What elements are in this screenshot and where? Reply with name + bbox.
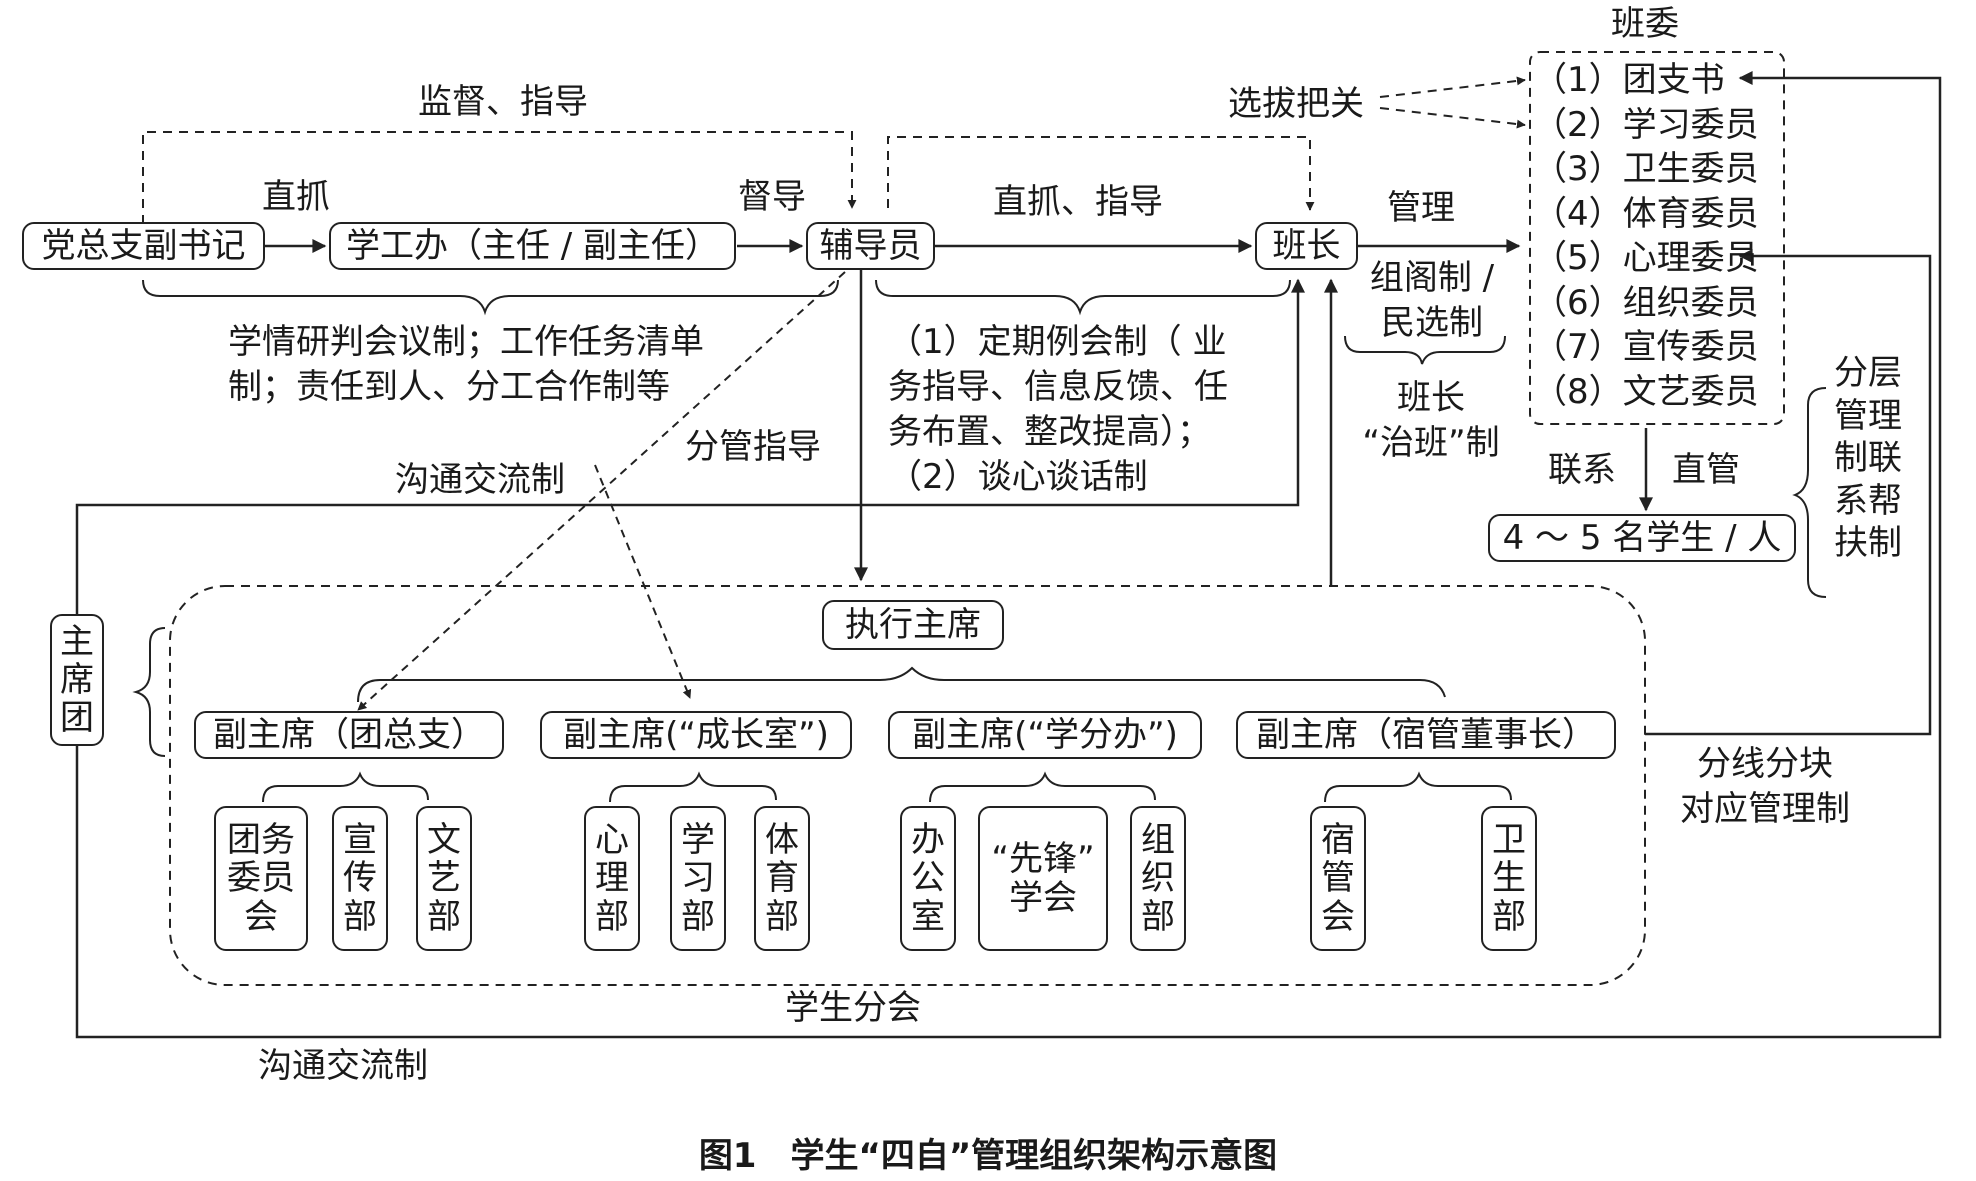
department-node: 组 织 部	[1130, 806, 1186, 951]
class-committee-title: 班委	[1611, 4, 1679, 44]
committee-member: （8）文艺委员	[1533, 371, 1759, 412]
communication-loop	[75, 71, 1942, 1039]
brace-election	[1344, 335, 1506, 365]
committee-member: （2）学习委员	[1533, 104, 1759, 145]
label-office-mechanisms: 学情研判会议制；工作任务清单 制；责任到人、分工合作制等	[228, 322, 704, 407]
department-node: 办 公 室	[900, 806, 956, 951]
label-manage: 管理	[1387, 188, 1455, 228]
counselor-node: 辅导员	[806, 222, 935, 270]
student-affairs-office-node: 学工办（主任 / 副主任）	[329, 222, 736, 270]
dashed-select-2	[1379, 107, 1526, 129]
dashed-select-1	[1379, 76, 1526, 98]
vice-chair-node: 副主席(“成长室”)	[540, 711, 852, 759]
committee-member: （4）体育委员	[1533, 193, 1759, 234]
dashed-guidance-1	[357, 271, 846, 711]
department-node: 学 习 部	[670, 806, 726, 951]
department-node: “先锋” 学会	[978, 806, 1108, 951]
label-division-guidance: 分管指导	[685, 427, 821, 467]
label-tiered-management: 分层 管理 制联 系帮 扶制	[1834, 353, 1902, 563]
brace-presidium	[132, 627, 166, 757]
department-node: 卫 生 部	[1481, 806, 1537, 951]
label-select-check: 选拔把关	[1228, 84, 1364, 124]
brace-dept-4	[1324, 771, 1512, 803]
label-monitor-system: 班长 “治班”制	[1362, 378, 1500, 463]
monitor-node: 班长	[1255, 222, 1358, 270]
label-counselor-mechanisms: （1）定期例会制（ 业 务指导、信息反馈、任 务布置、整改提高）； （2）谈心谈…	[888, 322, 1228, 497]
brace-tiered	[1792, 387, 1827, 598]
label-supervise: 督导	[738, 177, 806, 217]
label-communication-outer: 沟通交流制	[258, 1046, 428, 1086]
presidium-node: 主 席 团	[50, 614, 104, 746]
dashed-supervise-guide	[142, 131, 857, 224]
vice-chair-node: 副主席（宿管董事长）	[1236, 711, 1616, 759]
executive-chair-node: 执行主席	[822, 600, 1004, 650]
label-cabinet-election: 组阁制 / 民选制	[1369, 258, 1495, 343]
department-node: 团务 委员 会	[214, 806, 308, 951]
department-node: 心 理 部	[584, 806, 640, 951]
committee-member: （5）心理委员	[1533, 238, 1759, 278]
brace-office	[142, 279, 839, 316]
label-supervise-guide: 监督、指导	[418, 82, 588, 122]
vice-chair-node: 副主席(“学分办”)	[888, 711, 1202, 759]
vice-chair-node: 副主席（团总支）	[194, 711, 504, 759]
brace-dept-1	[262, 771, 429, 803]
class-committee-list: （1）团支书 （2）学习委员 （3）卫生委员 （4）体育委员 （5）心理委员 （…	[1533, 58, 1783, 414]
label-contact: 联系	[1548, 450, 1616, 490]
party-deputy-secretary-node: 党总支副书记	[22, 222, 265, 270]
label-line-block-management: 分线分块 对应管理制	[1680, 744, 1850, 829]
committee-member: （6）组织委员	[1533, 282, 1759, 323]
label-direct-grasp-guide: 直抓、指导	[993, 182, 1163, 222]
brace-dept-2	[609, 771, 777, 803]
line-block-management	[1645, 249, 1932, 736]
committee-member: （3）卫生委员	[1533, 149, 1759, 189]
department-node: 宿 管 会	[1310, 806, 1366, 951]
brace-executive	[357, 666, 1446, 703]
label-direct-grasp: 直抓	[262, 177, 330, 217]
label-communication-inner: 沟通交流制	[395, 460, 565, 500]
department-node: 宣 传 部	[332, 806, 388, 951]
label-student-branch: 学生分会	[785, 988, 921, 1028]
brace-counselor	[875, 279, 1291, 316]
brace-dept-3	[929, 771, 1156, 803]
figure-caption: 图1 学生“四自”管理组织架构示意图	[698, 1136, 1278, 1176]
dashed-guidance-2	[594, 464, 692, 699]
department-node: 文 艺 部	[416, 806, 472, 951]
department-node: 体 育 部	[754, 806, 810, 951]
ratio-node: 4 ～ 5 名学生 / 人	[1488, 514, 1796, 562]
committee-member: （7）宣传委员	[1533, 327, 1759, 367]
label-direct-manage: 直管	[1672, 450, 1740, 490]
committee-member: （1）团支书	[1533, 60, 1725, 100]
